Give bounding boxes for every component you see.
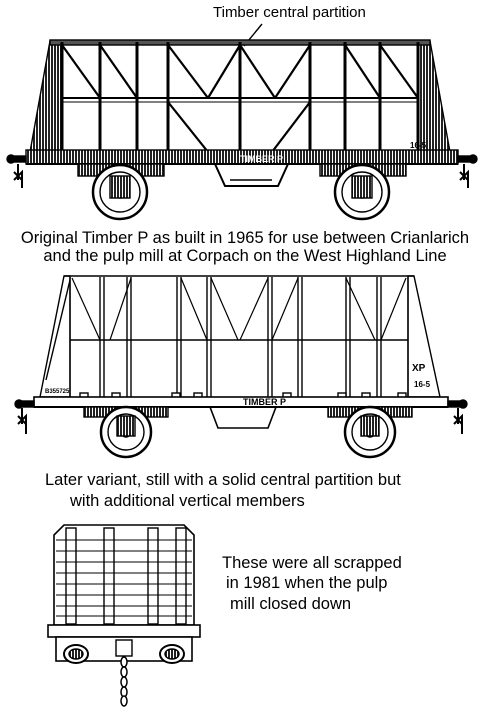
wagon-1-body-lettering: TIMBER P [240, 154, 283, 164]
wagon-1-stanchions [60, 42, 420, 152]
wagon-2-right-wheelset [327, 405, 413, 459]
wagon-2-underframe [209, 406, 277, 429]
wagon-2-left-wheelset [83, 405, 169, 459]
caption-variant-line-1: Later variant, still with a solid centra… [45, 471, 401, 489]
wagon-2-number-lettering: 16-5 [414, 380, 431, 389]
caption-original-line-2: and the pulp mill at Corpach on the West… [43, 247, 447, 265]
wagon-2-code-lettering: XP [412, 363, 426, 374]
end-view-drawing [47, 524, 201, 707]
wagon-2-solebar [33, 396, 449, 408]
caption-variant-line-2: with additional vertical members [70, 492, 305, 510]
note-line-2: in 1981 when the pulp [226, 574, 388, 592]
caption-original-line-1: Original Timber P as built in 1965 for u… [20, 229, 470, 247]
wagon-2-body-lettering: TIMBER P [243, 397, 286, 407]
wagon-1-number-lettering: 16-5 [410, 141, 427, 150]
wagon-2-right-coupling [453, 408, 463, 434]
wagon-2-stanchions [69, 277, 409, 397]
wagon-2-bracing [71, 277, 407, 341]
wagon-1-left-wheelset [77, 163, 165, 221]
wagon-1-underframe [214, 163, 289, 187]
wagon-1-buffers [6, 154, 478, 164]
wagon-1-bracing [61, 44, 419, 153]
note-line-1: These were all scrapped [222, 554, 402, 572]
wagon-2-drawing [14, 275, 468, 459]
wagon-2-left-coupling [17, 408, 27, 434]
wagon-1-drawing [6, 23, 478, 221]
annotation-central-partition: Timber central partition [213, 4, 366, 21]
wagon-1-right-wheelset [319, 163, 407, 221]
wagon-1-right-end-frame [417, 40, 451, 153]
wagon-2-left-number: B355725 [45, 389, 70, 395]
wagon-2-right-end-frame [407, 275, 441, 398]
wagon-1-left-end-frame [29, 40, 63, 153]
note-line-3: mill closed down [230, 595, 352, 613]
wagon-1-left-coupling [13, 164, 23, 188]
wagon-2-left-end-frame [39, 275, 71, 398]
wagon-2-buffers [14, 399, 468, 409]
wagon-1-right-coupling [459, 164, 469, 188]
